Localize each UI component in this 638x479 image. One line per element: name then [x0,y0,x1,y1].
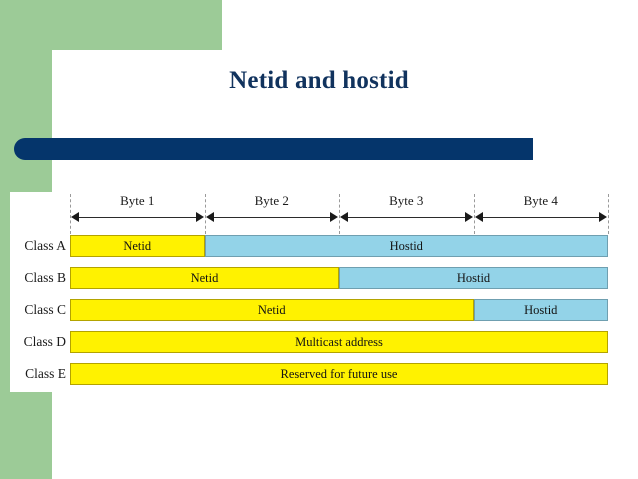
address-segment-hostid: Hostid [473,299,608,321]
byte-boundary-tick [473,194,475,234]
address-segment-hostid: Hostid [204,235,608,257]
byte-header-label: Byte 4 [523,193,558,208]
byte-span-line [76,217,199,218]
byte-header-label: Byte 3 [389,193,424,208]
byte-boundary-tick [204,194,206,234]
table-row: Class E Reserved for future use [10,360,626,392]
address-segment-full: Reserved for future use [70,363,608,385]
class-row-label: Class B [24,270,66,285]
byte-header-label: Byte 1 [120,193,155,208]
arrow-left-icon [71,212,79,222]
byte-boundary-tick [70,194,71,234]
address-segment-full: Multicast address [70,331,608,353]
byte-span-line [345,217,468,218]
byte-boundary-tick [339,194,340,234]
arrow-right-icon [330,212,338,222]
address-bar: Multicast address [70,331,608,353]
arrow-left-icon [340,212,348,222]
byte-boundary-tick [608,194,609,234]
byte-header-label: Byte 2 [254,193,289,208]
class-row-label: Class E [25,366,66,381]
page-title: Netid and hostid [229,67,409,94]
arrow-left-icon [205,212,214,222]
address-segment-netid: Netid [70,299,474,321]
byte-scale-header: Byte 1 Byte 2 Byte 3 Byte 4 [10,192,626,234]
byte-span-line [479,217,602,218]
arrow-right-icon [464,212,473,222]
class-row-label: Class D [23,334,66,349]
address-segment-netid: Netid [70,235,205,257]
class-row-label: Class A [24,238,66,253]
arrow-right-icon [599,212,607,222]
address-bar: Reserved for future use [70,363,608,385]
class-row-label: Class C [24,302,66,317]
byte-span-line [210,217,333,218]
address-segment-netid: Netid [70,267,339,289]
arrow-left-icon [474,212,483,222]
arrow-right-icon [195,212,204,222]
address-segment-hostid: Hostid [339,267,608,289]
table-row: Class D Multicast address [10,328,626,360]
title-underline-bar [14,138,533,160]
